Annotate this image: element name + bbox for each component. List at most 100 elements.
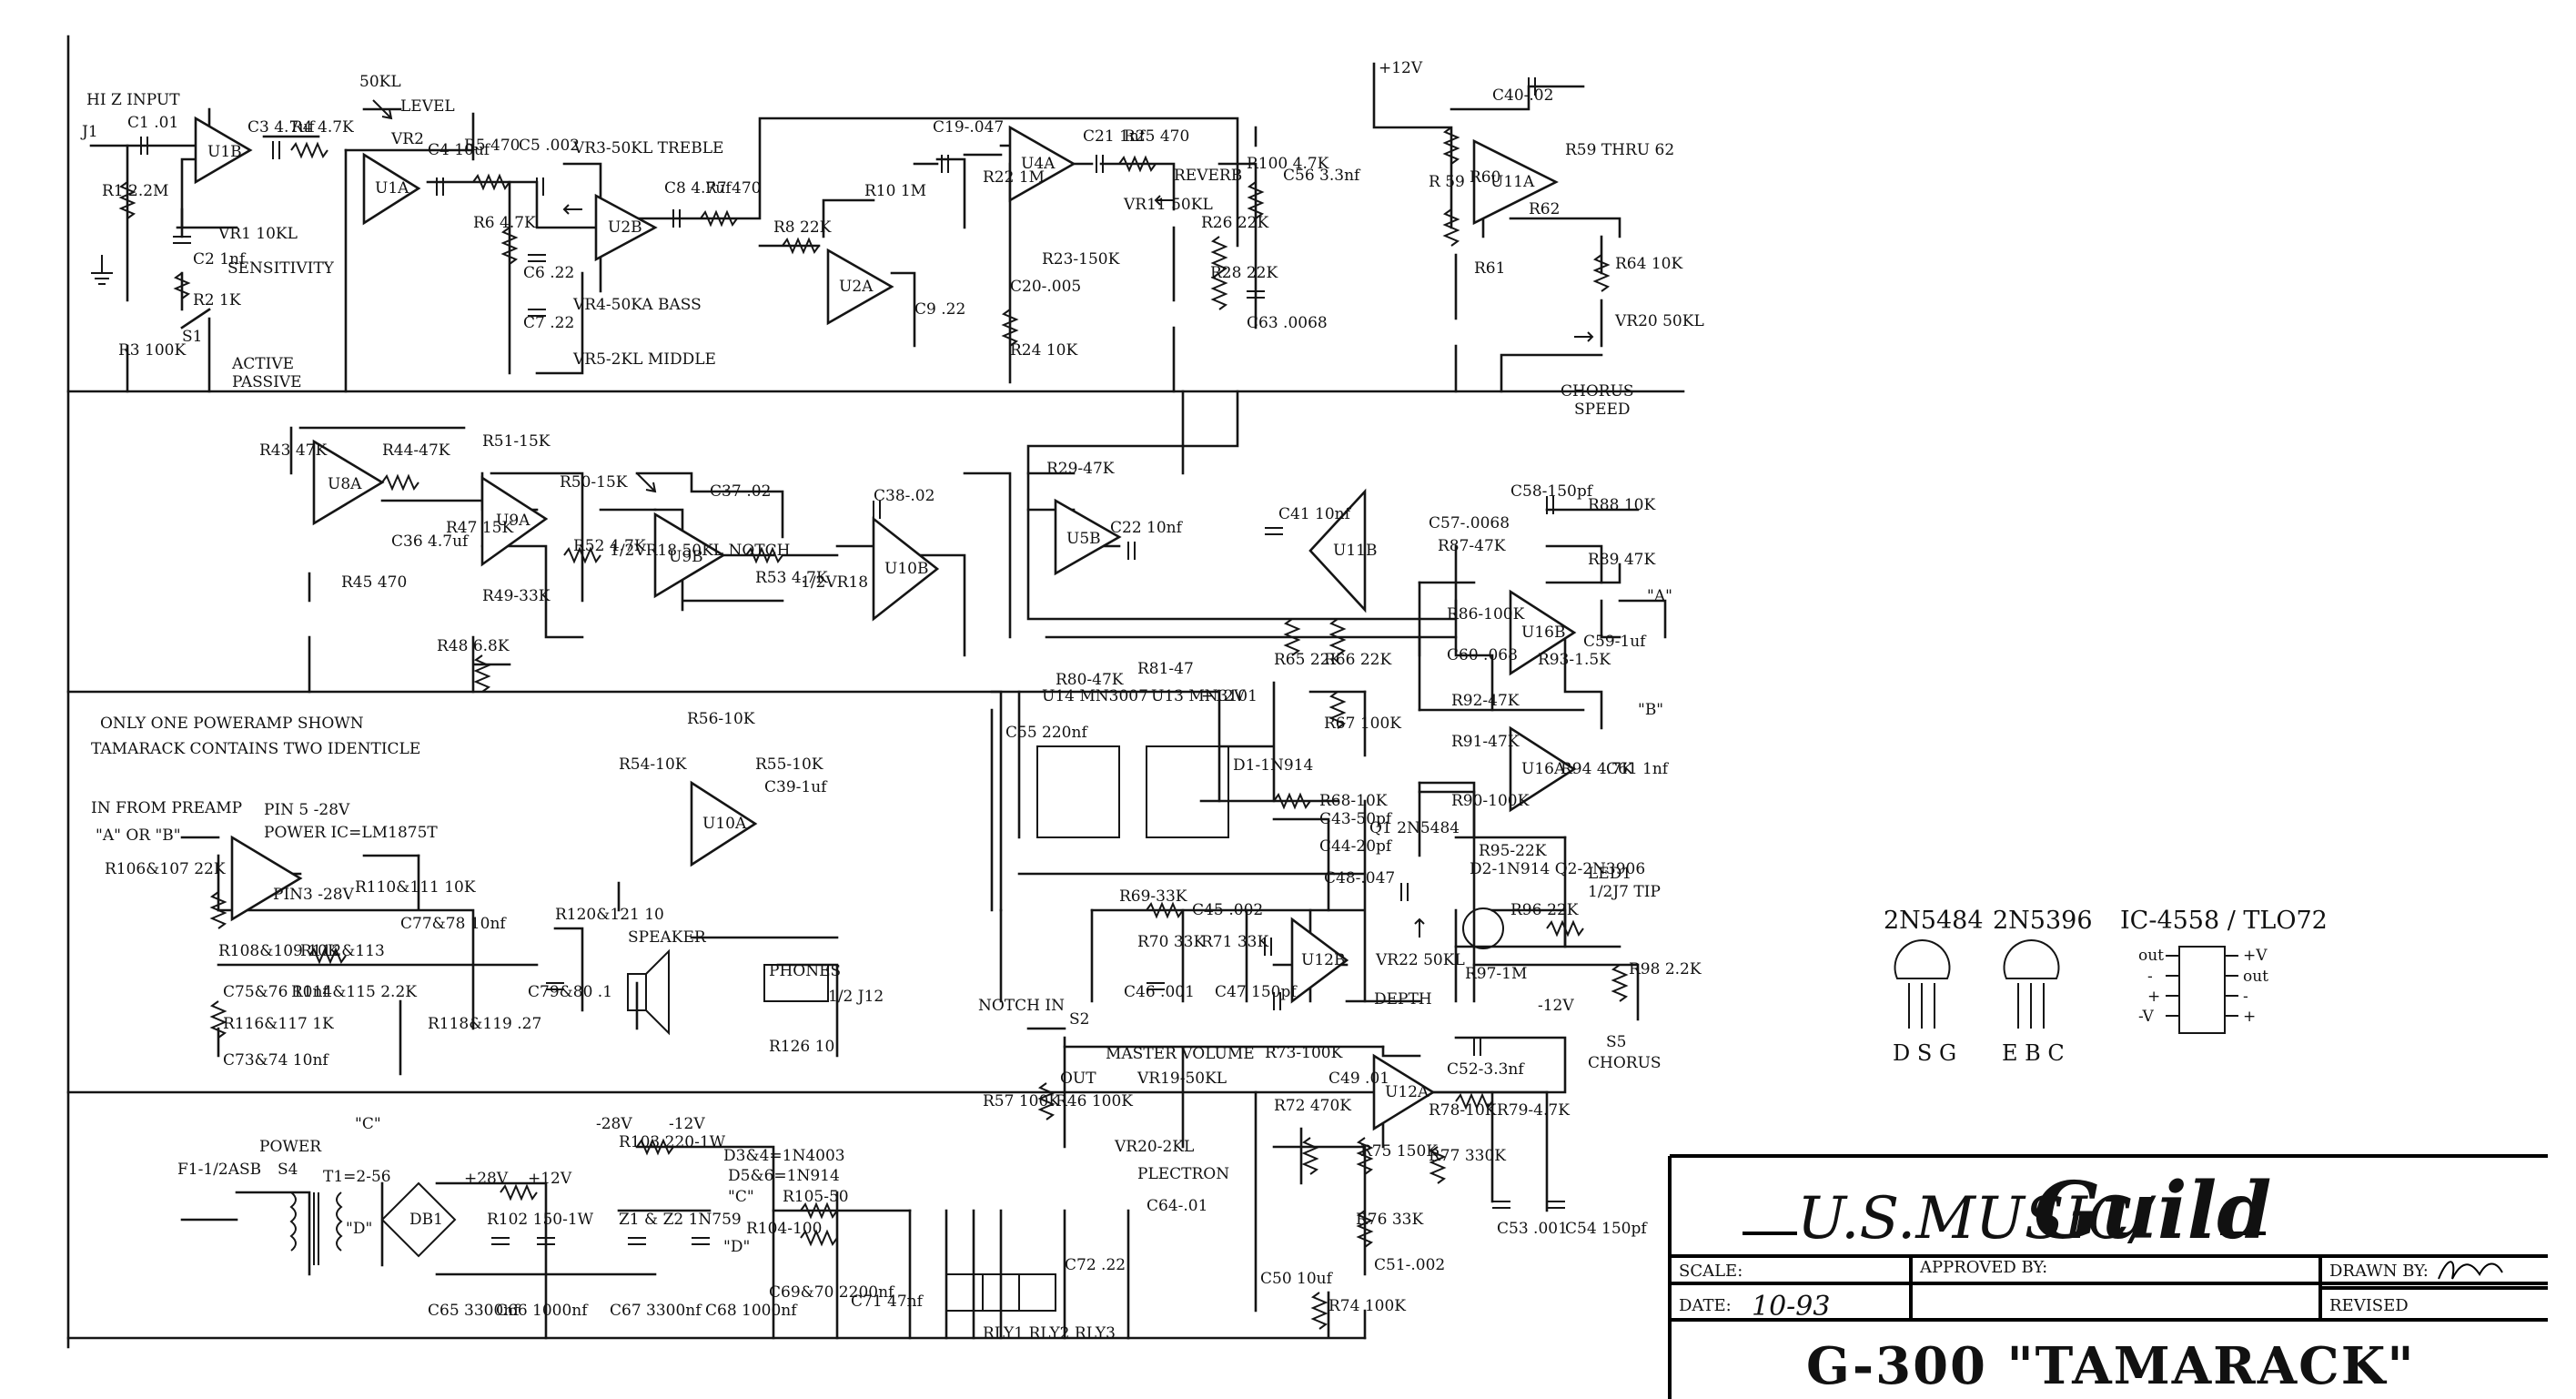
label-vr22: VR22 50KL	[1375, 951, 1465, 969]
part-c65: C65 3300nf	[428, 1302, 520, 1320]
label-sensitivity: SENSITIVITY	[227, 259, 335, 278]
label-q2-note: D2-1N914 Q2-2N3906	[1470, 860, 1645, 878]
relay-symbols	[945, 1273, 1056, 1312]
part-r95: R95-22K	[1479, 842, 1547, 860]
ic-right-pin-5: +	[2243, 1008, 2256, 1026]
part-r100: R100 4.7K	[1247, 155, 1329, 173]
label-tip: 1/2J7 TIP	[1588, 883, 1661, 901]
label-notch-in: NOTCH IN	[978, 997, 1065, 1015]
part-r64: R64 10K	[1615, 255, 1682, 273]
part-c75: C75&76 10nf	[223, 983, 329, 1001]
part-r66: R66 22K	[1324, 651, 1391, 669]
part-c46: C46 .001	[1124, 983, 1195, 1001]
brand-us-music: U.S.MUSIC/	[1797, 1185, 2157, 1252]
part-r87: R87-47K	[1438, 537, 1506, 555]
part-c44: C44-20pf	[1319, 837, 1393, 856]
part-c37: C37-.02	[710, 482, 771, 501]
part-c48: C48-.047	[1324, 869, 1395, 887]
ic-right-pin-8: +V	[2243, 947, 2268, 965]
part-r7: R7 470	[705, 179, 761, 198]
part-r67: R67 100K	[1324, 715, 1401, 733]
title-scale-label: SCALE:	[1679, 1262, 1743, 1281]
opamp-u9a: U9A	[496, 512, 530, 530]
part-r86: R86-100K	[1447, 605, 1525, 623]
label-chorus-s5: CHORUS	[1588, 1054, 1662, 1072]
label-u14: U14 MN3007	[1042, 687, 1148, 705]
part-c57: C57-.0068	[1429, 514, 1510, 532]
part-r106: R106&107 22K	[105, 860, 226, 878]
part-c8: C8 4.7uf	[664, 179, 732, 198]
part-c60: C60 .068	[1447, 646, 1518, 664]
label-active: ACTIVE	[231, 355, 294, 373]
part-c61: C61 1nf	[1606, 760, 1670, 778]
part-c45: C45-.002	[1192, 901, 1263, 919]
title-date-value: 10-93	[1752, 1291, 1830, 1323]
part-c5: C5 .002	[519, 137, 580, 155]
part-c7: C7 .22	[523, 314, 574, 332]
part-c40: C40-.02	[1492, 86, 1553, 105]
part-r55: R55-10K	[755, 755, 823, 774]
label-power-ic: POWER IC=LM1875T	[264, 824, 438, 842]
part-r3: R3 100K	[118, 341, 186, 360]
rail-node-c2: "C"	[728, 1188, 754, 1206]
drawn-by-signature	[2438, 1261, 2503, 1280]
part-c77: C77&78 10nf	[400, 915, 507, 933]
label-master-volume: MASTER VOLUME	[1106, 1045, 1255, 1063]
label-vr11: VR11 50KL	[1123, 196, 1213, 214]
part-r1: R1 2.2M	[102, 182, 168, 200]
part-r126: R126 10	[769, 1038, 834, 1056]
part-r94: R94 4.7K	[1561, 760, 1633, 778]
part-r78: R78-10K	[1429, 1101, 1497, 1120]
label-s1: S1	[182, 328, 202, 346]
part-r69: R69-33K	[1119, 887, 1187, 906]
part-c79: C79&80 .1	[528, 983, 612, 1001]
label-two-identical: TAMARACK CONTAINS TWO IDENTICLE	[91, 740, 420, 758]
label-chorus: CHORUS	[1561, 382, 1634, 400]
part-r88: R88 10K	[1588, 496, 1655, 514]
rail-m12b: -12V	[1538, 997, 1574, 1015]
part-c55: C55 220nf	[1005, 724, 1088, 742]
part-r29: R29-47K	[1046, 460, 1115, 478]
label-level: LEVEL	[400, 97, 455, 116]
label-vr2: VR2	[390, 130, 424, 148]
label-treble: VR3-50KL TREBLE	[572, 139, 723, 157]
part-c49: C49 .01	[1328, 1070, 1389, 1088]
part-c38: C38-.02	[874, 487, 934, 505]
opamp-u10b: U10B	[884, 560, 928, 578]
part-r98: R98 2.2K	[1629, 960, 1702, 978]
label-relays: RLY1 RLY2 RLY3	[983, 1324, 1116, 1343]
ground-symbols	[91, 255, 113, 285]
part-r105: R105-50	[783, 1188, 849, 1206]
part-r91: R91-47K	[1451, 733, 1520, 751]
part-c22: C22 10nf	[1110, 519, 1184, 537]
wiring	[66, 35, 1685, 1349]
label-in-from-preamp: IN FROM PREAMP	[91, 799, 242, 817]
part-r68: R68-10K	[1319, 792, 1388, 810]
label-s2: S2	[1069, 1010, 1089, 1029]
part-r110: R110&111 10K	[355, 878, 476, 897]
part-r10: R10 1M	[864, 182, 926, 200]
label-vr1: VR1 10KL	[217, 225, 298, 243]
speaker-icon	[627, 948, 670, 1036]
label-d5d6: D5&6=1N914	[728, 1167, 840, 1185]
part-r6: R6 4.7K	[473, 214, 536, 232]
transformer-icon	[289, 1191, 343, 1265]
part-r103: R103 220-1W	[619, 1133, 726, 1151]
label-vr20: VR20 50KL	[1614, 312, 1704, 330]
part-r116: R116&117 1K	[223, 1015, 334, 1033]
rail-m28: -28V	[596, 1115, 632, 1133]
part-r75: R75 150K	[1360, 1142, 1438, 1161]
rail-p12b: +12V	[1201, 687, 1246, 705]
part-c2: C2 1nf	[193, 250, 247, 269]
part-r50: R50-15K	[560, 473, 628, 492]
part-c20: C20-.005	[1010, 278, 1081, 296]
package-pinouts: 2N5484 D S G 2N5396 E B C IC-4558 / TLO7…	[1884, 907, 2328, 1066]
label-phones: PHONES	[769, 962, 841, 980]
part-c58: C58-150pf	[1510, 482, 1594, 501]
resistor-symbols	[118, 127, 1629, 1330]
label-out-b: "B"	[1638, 701, 1663, 719]
part-r104: R104-100	[746, 1220, 822, 1238]
rail-m12: -12V	[669, 1115, 705, 1133]
part-c1: C1 .01	[127, 114, 178, 132]
part-c69: C69&70 2200nf	[769, 1283, 895, 1302]
